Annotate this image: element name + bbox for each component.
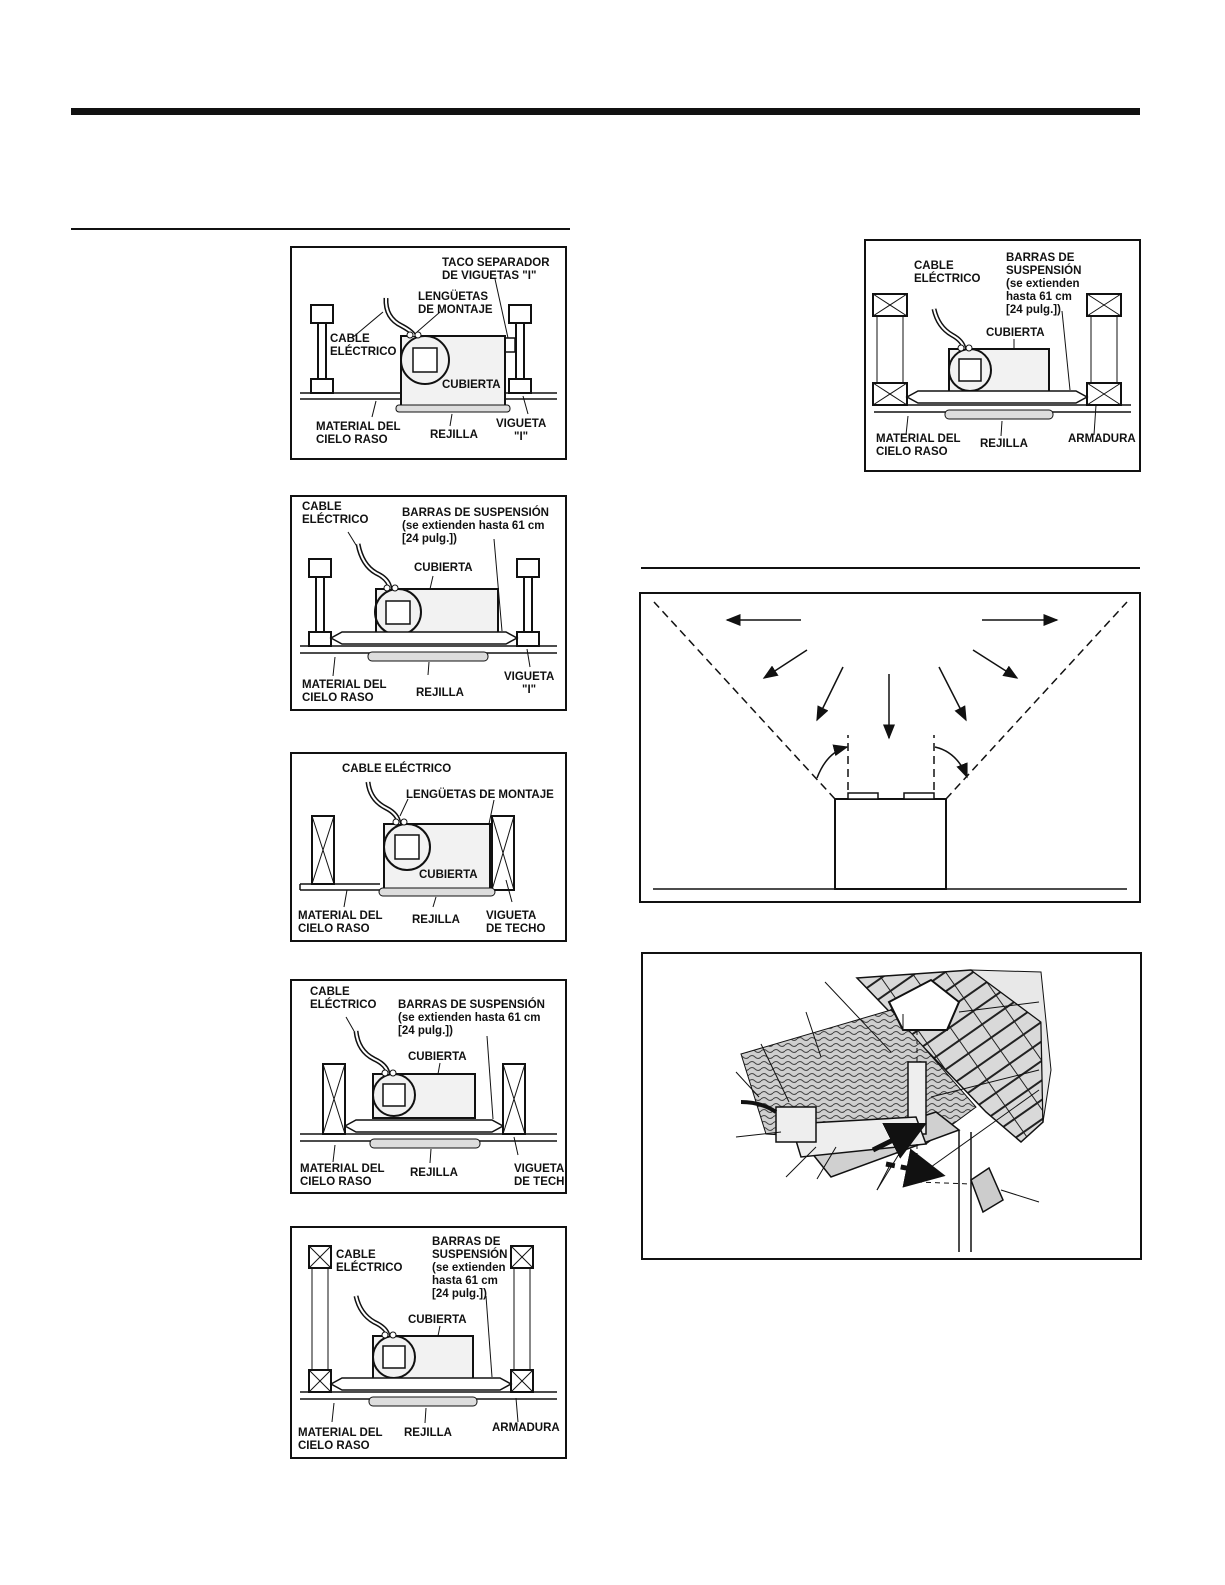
label-ceiling: MATERIAL DEL bbox=[302, 679, 387, 691]
label-truss: ARMADURA bbox=[1068, 433, 1136, 445]
figure-i-joist-bars: CABLE ELÉCTRICO BARRAS DE SUSPENSIÓN (se… bbox=[290, 495, 567, 711]
label-grille: REJILLA bbox=[980, 438, 1028, 450]
label-cable-2: ELÉCTRICO bbox=[336, 1261, 403, 1274]
label-ceiling-2: CIELO RASO bbox=[300, 1176, 372, 1188]
label-bars-5: [24 pulg.]) bbox=[432, 1288, 487, 1300]
label-joist: VIGUETA bbox=[496, 418, 546, 430]
label-cable: CABLE bbox=[302, 501, 342, 513]
label-ceiling: MATERIAL DEL bbox=[876, 433, 961, 445]
label-ceiling-2: CIELO RASO bbox=[316, 434, 388, 446]
label-joist: VIGUETA bbox=[486, 910, 536, 922]
label-bars-3: (se extienden bbox=[432, 1262, 506, 1274]
figure-truss-bars-left: BARRAS DE SUSPENSIÓN (se extienden hasta… bbox=[290, 1226, 567, 1459]
label-spacer-2: DE VIGUETAS "I" bbox=[442, 270, 536, 282]
label-housing: CUBIERTA bbox=[986, 327, 1045, 339]
label-cable-2: ELÉCTRICO bbox=[310, 998, 377, 1011]
label-bars-5: [24 pulg.]) bbox=[1006, 304, 1061, 316]
label-grille: REJILLA bbox=[416, 687, 464, 699]
label-bars-2: (se extienden hasta 61 cm bbox=[398, 1012, 541, 1024]
figure-i-joist-tabs: TACO SEPARADOR DE VIGUETAS "I" LENGÜETAS… bbox=[290, 246, 567, 460]
label-bars: BARRAS DE SUSPENSIÓN bbox=[402, 506, 549, 519]
label-bars-4: hasta 61 cm bbox=[1006, 291, 1072, 303]
top-rule bbox=[71, 108, 1140, 115]
label-cable: CABLE bbox=[336, 1249, 376, 1261]
label-ceiling-2: CIELO RASO bbox=[302, 692, 374, 704]
label-bars: BARRAS DE SUSPENSIÓN bbox=[398, 998, 545, 1011]
label-cable: CABLE bbox=[310, 986, 350, 998]
label-cable: CABLE bbox=[330, 333, 370, 345]
right-section-rule bbox=[641, 567, 1140, 569]
label-bars-3: [24 pulg.]) bbox=[402, 533, 457, 545]
figure-ceiling-joist-bars: CABLE ELÉCTRICO BARRAS DE SUSPENSIÓN (se… bbox=[290, 979, 567, 1194]
figure-ceiling-joist-tabs: CABLE ELÉCTRICO LENGÜETAS DE MONTAJE CUB… bbox=[290, 752, 567, 942]
label-joist-2: DE TECHO bbox=[514, 1176, 567, 1188]
label-joist: VIGUETA bbox=[504, 671, 554, 683]
label-bars: BARRAS DE bbox=[432, 1236, 501, 1248]
label-housing: CUBIERTA bbox=[414, 562, 473, 574]
label-cable: CABLE ELÉCTRICO bbox=[342, 762, 451, 775]
label-bars-2: SUSPENSIÓN bbox=[432, 1248, 507, 1261]
label-bars-2: SUSPENSIÓN bbox=[1006, 264, 1081, 277]
label-bars-4: hasta 61 cm bbox=[432, 1275, 498, 1287]
label-bars-3: [24 pulg.]) bbox=[398, 1025, 453, 1037]
label-ceiling: MATERIAL DEL bbox=[298, 910, 383, 922]
label-mounting-tabs: LENGÜETAS DE MONTAJE bbox=[406, 788, 554, 801]
label-grille: REJILLA bbox=[412, 914, 460, 926]
figure-airflow bbox=[639, 592, 1141, 903]
label-cable-2: ELÉCTRICO bbox=[302, 513, 369, 526]
label-cable: CABLE bbox=[914, 260, 954, 272]
label-joist: VIGUETA bbox=[514, 1163, 564, 1175]
figure-truss-bars-right: CABLE ELÉCTRICO BARRAS DE SUSPENSIÓN (se… bbox=[864, 239, 1141, 472]
label-truss: ARMADURA bbox=[492, 1422, 560, 1434]
label-grille: REJILLA bbox=[410, 1167, 458, 1179]
label-ceiling: MATERIAL DEL bbox=[300, 1163, 385, 1175]
label-cable-2: ELÉCTRICO bbox=[330, 345, 397, 358]
label-bars-2: (se extienden hasta 61 cm bbox=[402, 520, 545, 532]
label-ceiling: MATERIAL DEL bbox=[298, 1427, 383, 1439]
label-housing: CUBIERTA bbox=[442, 379, 501, 391]
label-joist-2: "I" bbox=[514, 431, 528, 443]
left-section-rule bbox=[71, 228, 570, 230]
label-ceiling: MATERIAL DEL bbox=[316, 421, 401, 433]
label-mounting-tabs-2: DE MONTAJE bbox=[418, 304, 493, 316]
label-joist-2: "I" bbox=[522, 684, 536, 696]
label-grille: REJILLA bbox=[430, 429, 478, 441]
label-bars: BARRAS DE bbox=[1006, 252, 1075, 264]
label-ceiling-2: CIELO RASO bbox=[298, 923, 370, 935]
label-housing: CUBIERTA bbox=[419, 869, 478, 881]
label-ceiling-2: CIELO RASO bbox=[298, 1440, 370, 1452]
label-grille: REJILLA bbox=[404, 1427, 452, 1439]
label-mounting-tabs: LENGÜETAS bbox=[418, 290, 488, 303]
label-cable-2: ELÉCTRICO bbox=[914, 272, 981, 285]
label-spacer: TACO SEPARADOR bbox=[442, 257, 550, 269]
label-housing: CUBIERTA bbox=[408, 1314, 467, 1326]
label-ceiling-2: CIELO RASO bbox=[876, 446, 948, 458]
label-bars-3: (se extienden bbox=[1006, 278, 1080, 290]
label-housing: CUBIERTA bbox=[408, 1051, 467, 1063]
figure-attic-ducting bbox=[641, 952, 1142, 1260]
label-joist-2: DE TECHO bbox=[486, 923, 545, 935]
